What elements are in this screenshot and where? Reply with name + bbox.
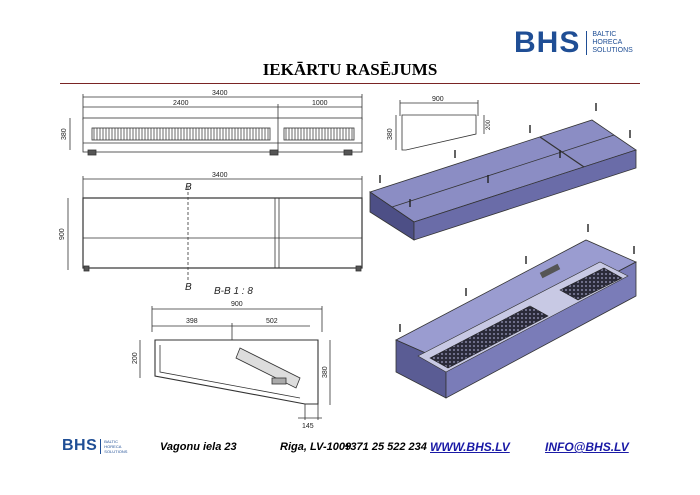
dim-side-small: 200 <box>486 119 492 130</box>
dim-section-h1: 200 <box>132 352 139 364</box>
footer-city: Riga, LV-1009 <box>280 441 352 453</box>
hood-isometric-top <box>369 103 637 241</box>
footer-email-link[interactable]: INFO@BHS.LV <box>545 440 629 454</box>
title-divider <box>60 83 640 84</box>
dim-front-height: 380 <box>61 128 68 140</box>
company-logo: BHS BALTIC HORECA SOLUTIONS <box>514 28 633 58</box>
dim-side-width: 900 <box>432 96 444 103</box>
dim-section-h2: 380 <box>322 366 329 378</box>
dim-front-left: 2400 <box>173 100 189 107</box>
footer-web-link[interactable]: WWW.BHS.LV <box>430 440 510 454</box>
dim-front-right: 1000 <box>312 100 328 107</box>
logo-subtitle: BALTIC HORECA SOLUTIONS <box>586 31 633 55</box>
dim-front-total: 3400 <box>212 90 228 97</box>
page-title: IEKĀRTU RASĒJUMS <box>262 60 438 79</box>
footer-address: Vagonu iela 23 <box>160 441 237 453</box>
footer-logo-subtitle: BALTIC HORECA SOLUTIONS <box>100 438 127 454</box>
section-view-drawing <box>139 306 331 420</box>
plan-view-drawing <box>67 176 363 280</box>
dim-plan-total: 3400 <box>212 172 228 179</box>
footer-logo-text: BHS <box>62 437 98 454</box>
footer-phone: +371 25 522 234 <box>344 441 427 453</box>
footer-logo: BHS BALTIC HORECA SOLUTIONS <box>62 438 127 454</box>
logo-text: BHS <box>514 26 581 59</box>
dim-section-width: 900 <box>231 301 243 308</box>
dim-plan-depth: 900 <box>59 228 66 240</box>
side-view-drawing <box>395 100 485 151</box>
dim-side-height: 380 <box>387 128 394 140</box>
front-view-drawing <box>69 94 363 156</box>
section-mark-top: B <box>185 182 192 193</box>
section-label: B-B 1 : 8 <box>214 286 253 297</box>
section-mark-bottom: B <box>185 282 192 293</box>
dim-section-right: 502 <box>266 318 278 325</box>
dim-section-left: 398 <box>186 318 198 325</box>
hood-isometric-bottom <box>395 224 637 399</box>
dim-section-bottom: 145 <box>302 423 314 430</box>
